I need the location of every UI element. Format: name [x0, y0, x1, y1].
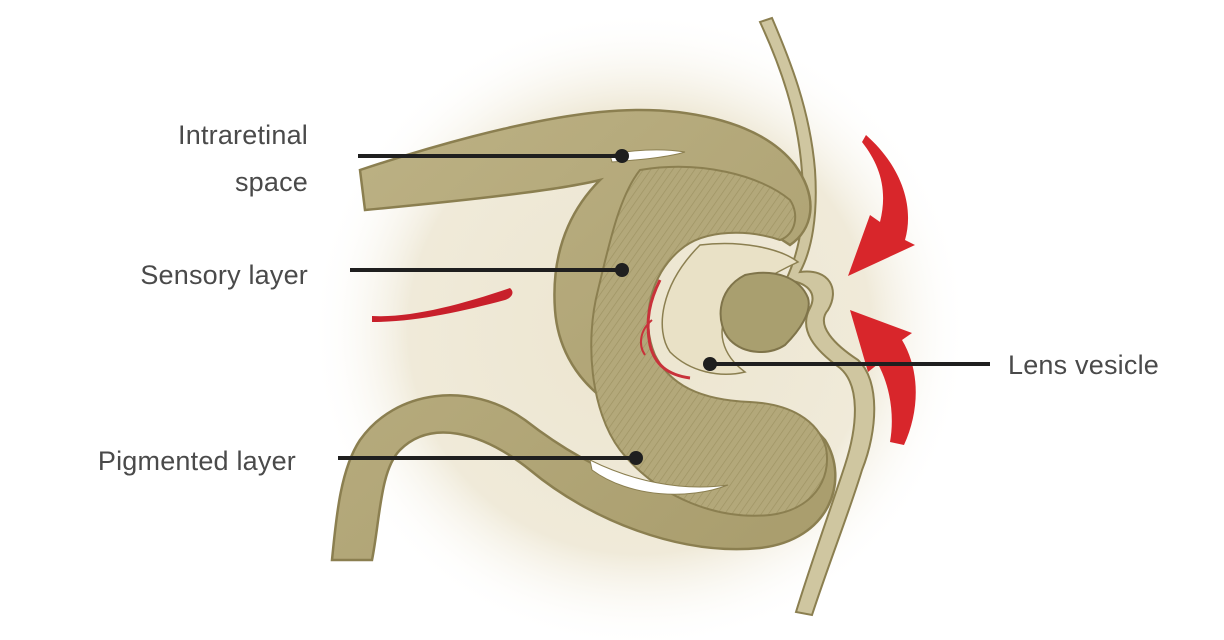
leader-dot-sensory — [615, 263, 629, 277]
label-lens-vesicle: Lens vesicle — [1008, 346, 1159, 384]
label-intraretinal-space-line2: space — [60, 163, 308, 201]
label-intraretinal-space-line1: Intraretinal — [60, 116, 308, 154]
label-sensory-layer: Sensory layer — [30, 256, 308, 294]
leader-dot-pigmented — [629, 451, 643, 465]
label-pigmented-layer: Pigmented layer — [10, 442, 296, 480]
leader-dot-intraretinal — [615, 149, 629, 163]
leader-dot-lens — [703, 357, 717, 371]
